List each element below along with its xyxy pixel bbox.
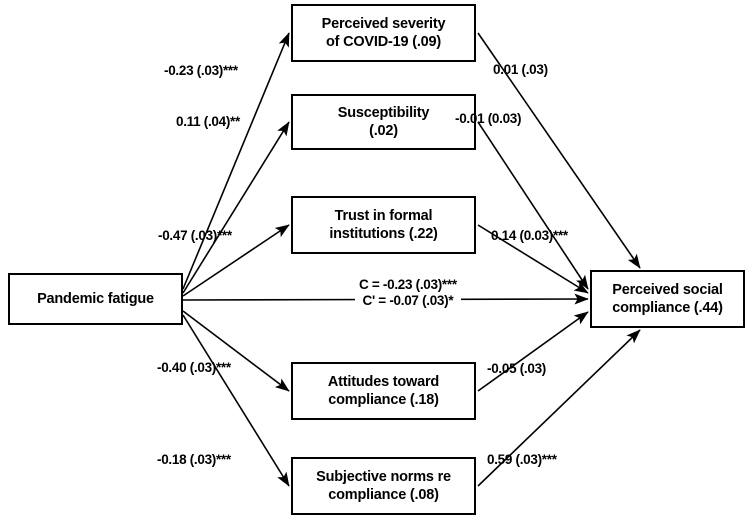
edge-label-direct-path: C = -0.23 (.03)*** C' = -0.07 (.03)* <box>355 277 461 310</box>
node-attitudes-compliance: Attitudes toward compliance (.18) <box>291 362 476 420</box>
edge-label-direct-effect: C' = -0.07 (.03)* <box>362 293 454 309</box>
edge-label-total-effect: C = -0.23 (.03)*** <box>359 277 457 292</box>
edge-label-susceptibility-to-compliance: -0.01 (0.03) <box>455 111 522 126</box>
node-label-susceptibility: Susceptibility (.02) <box>337 104 430 139</box>
node-pandemic-fatigue: Pandemic fatigue <box>8 273 183 325</box>
edge-label-pf-to-attitudes: -0.40 (.03)*** <box>157 360 231 375</box>
edge-pf-to-severity <box>182 32 290 290</box>
edge-susceptibility-to-compliance <box>477 121 589 290</box>
edge-pf-to-norms <box>182 314 290 487</box>
node-label-perceived-severity: Perceived severity of COVID-19 (.09) <box>321 15 446 50</box>
edge-label-norms-to-compliance: 0.59 (.03)*** <box>487 452 557 467</box>
edge-severity-to-compliance <box>477 32 641 269</box>
edge-label-trust-to-compliance: 0.14 (0.03)*** <box>491 228 568 243</box>
edge-pf-to-trust <box>182 224 290 297</box>
node-label-attitudes-compliance: Attitudes toward compliance (.18) <box>327 373 440 408</box>
edge-label-pf-to-norms: -0.18 (.03)*** <box>157 452 231 467</box>
node-subjective-norms: Subjective norms re compliance (.08) <box>291 457 476 515</box>
edge-attitudes-to-compliance <box>477 311 589 392</box>
edge-label-severity-to-compliance: 0.01 (.03) <box>493 62 548 77</box>
node-label-trust-institutions: Trust in formal institutions (.22) <box>329 207 438 242</box>
edge-trust-to-compliance <box>477 224 589 294</box>
edge-label-pf-to-severity: -0.23 (.03)*** <box>164 63 238 78</box>
node-label-subjective-norms: Subjective norms re compliance (.08) <box>316 468 451 503</box>
node-perceived-severity: Perceived severity of COVID-19 (.09) <box>291 4 476 62</box>
node-label-pandemic-fatigue: Pandemic fatigue <box>37 290 154 307</box>
edge-label-pf-to-trust: -0.47 (.03)*** <box>158 228 232 243</box>
edge-norms-to-compliance <box>477 329 641 487</box>
node-perceived-compliance: Perceived social compliance (.44) <box>590 270 745 328</box>
edge-label-attitudes-to-compliance: -0.05 (.03) <box>487 361 546 376</box>
node-label-perceived-compliance: Perceived social compliance (.44) <box>612 281 723 316</box>
node-trust-institutions: Trust in formal institutions (.22) <box>291 196 476 254</box>
edge-label-pf-to-susceptibility: 0.11 (.04)** <box>176 114 240 129</box>
edge-pf-to-susceptibility <box>182 121 290 294</box>
node-susceptibility: Susceptibility (.02) <box>291 94 476 150</box>
edge-pf-to-attitudes <box>182 310 290 392</box>
